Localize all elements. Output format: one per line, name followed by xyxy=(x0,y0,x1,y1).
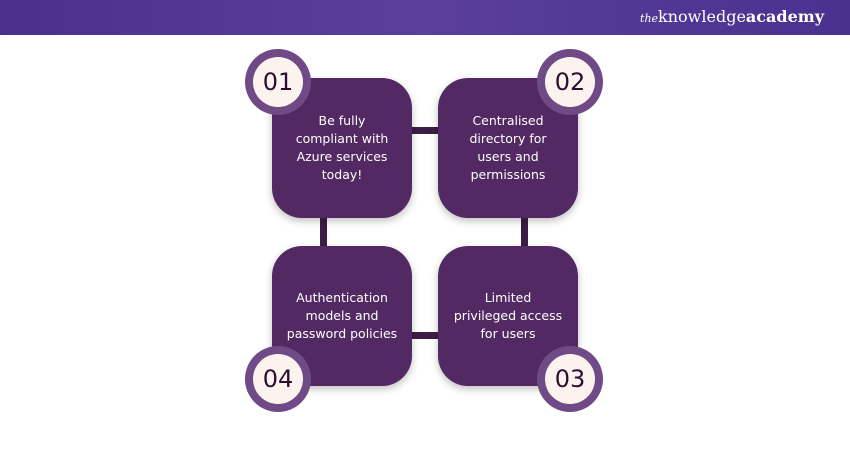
step-number-badge-3: 03 xyxy=(537,346,603,412)
step-number: 01 xyxy=(253,57,303,107)
connector-4-3 xyxy=(405,332,445,339)
step-number: 02 xyxy=(545,57,595,107)
step-box-1: Be fully compliant with Azure services t… xyxy=(272,78,412,218)
step-number: 04 xyxy=(253,354,303,404)
logo-prefix: the xyxy=(640,12,659,25)
connector-1-4 xyxy=(320,210,327,254)
logo-name-a: knowledge xyxy=(658,7,746,26)
brand-logo[interactable]: theknowledgeacademy xyxy=(640,7,824,26)
step-text: Authentication models and password polic… xyxy=(286,290,398,341)
step-text: Limited privileged access for users xyxy=(453,290,563,341)
step-number-badge-2: 02 xyxy=(537,49,603,115)
step-text: Be fully compliant with Azure services t… xyxy=(295,113,389,182)
step-text: Centralised directory for users and perm… xyxy=(469,113,547,182)
header-bar: theknowledgeacademy xyxy=(0,0,850,35)
step-number: 03 xyxy=(545,354,595,404)
logo-name-b: academy xyxy=(745,7,824,26)
step-number-badge-1: 01 xyxy=(245,49,311,115)
step-number-badge-4: 04 xyxy=(245,346,311,412)
connector-1-2 xyxy=(405,127,445,134)
connector-2-3 xyxy=(521,210,528,254)
